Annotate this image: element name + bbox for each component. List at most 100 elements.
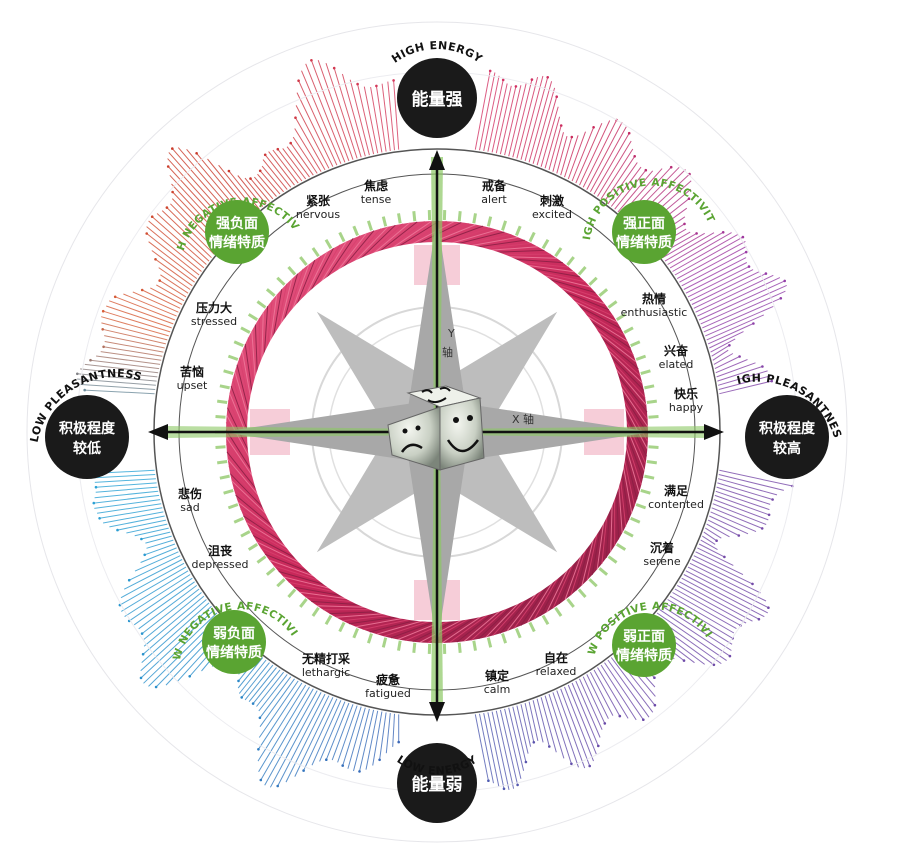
pole-low-energy: 能量弱 LOW ENERGY [395,743,480,823]
spike-dot [141,289,144,292]
emotion-relaxed-en: relaxed [536,665,577,678]
tick-mark [459,211,460,221]
spike-dot [768,514,771,517]
spike-dot [722,231,725,234]
spike-line [716,491,770,509]
spike-line [343,707,362,766]
spike-line [245,665,273,700]
spike-line [80,384,156,389]
spike-line [129,578,192,621]
spike-line [109,516,164,527]
emotion-fatigued-en: fatigued [365,687,411,700]
tick-mark [216,447,226,448]
emotion-sad-en: sad [180,501,199,514]
spike-dot [154,258,157,261]
emotion-lethargic-cn: 无精打采 [301,651,350,666]
spike-line [525,703,534,742]
badge-high-negative: 强负面 情绪特质 HIGH NEGATIVE AFFECTIVITY [0,0,302,264]
spike-line [259,681,298,738]
spike-line [85,390,155,394]
emotion-tense-cn: 焦虑 [363,178,388,193]
x-axis-label: X 轴 [512,412,534,426]
spike-line [492,712,509,790]
spike-line [257,672,284,706]
spike-dot [525,761,528,764]
spike-dot [758,618,761,621]
spike-line [259,674,287,711]
emotion-contented-en: contented [648,498,704,511]
spike-dot [571,136,574,139]
spike-dot [264,154,267,157]
emotion-excited-cn: 刺激 [539,193,564,208]
spike-line [96,483,157,487]
spike-line [521,704,531,746]
spike-line [705,306,773,336]
spike-dot [166,206,169,209]
spike-dot [392,79,395,82]
spike-line [306,64,345,163]
tick-mark [217,401,227,402]
spike-dot [302,769,305,772]
spike-dot [98,517,101,520]
spike-line [690,270,753,301]
spike-line [668,232,724,264]
tick-mark [216,417,226,418]
spike-dot [276,785,279,788]
spike-line [509,708,524,771]
emotion-depressed-cn: 沮丧 [208,543,233,558]
spike-line [129,556,180,581]
emotion-stressed-cn: 压力大 [196,300,232,315]
spike-line [533,700,543,742]
emotion-elated-cn: 兴奋 [664,343,689,358]
spike-dot [548,745,551,748]
spike-line [109,301,173,324]
tick-mark [649,447,659,448]
spike-dot [188,675,191,678]
spike-dot [742,236,745,239]
spike-line [373,712,382,766]
spike-dot [252,702,255,705]
spike-line [492,84,507,153]
spike-line [135,528,169,536]
spike-line [505,709,521,779]
pole-high-pleasantness-cn2: 较高 [773,440,801,457]
spike-line [684,258,746,290]
spike-line [576,123,602,183]
emotion-happy-en: happy [669,401,704,414]
emotion-sad-cn: 悲伤 [178,486,202,501]
spike-dot [151,215,154,218]
spike-line [711,512,756,532]
emotion-enthusiastic-en: enthusiastic [621,306,688,319]
spike-dot [155,686,158,689]
spike-line [529,702,538,741]
emotion-happy-cn: 快乐 [674,386,698,401]
spike-dot [628,132,631,135]
spike-dot [89,359,92,362]
badge-low-positive-cn2: 情绪特质 [616,647,672,664]
tick-mark [220,476,230,478]
spike-dot [745,251,748,254]
spike-dot [310,59,313,62]
emotion-lethargic-en: lethargic [302,666,350,679]
spike-line [488,712,504,788]
spike-line [258,174,277,196]
spike-line [100,508,163,519]
spike-dot [356,83,359,86]
spike-line [697,548,733,566]
spike-line [702,536,715,544]
spike-line [709,332,743,348]
spike-dot [738,534,741,537]
spike-dot [723,556,726,559]
spike-dot [140,538,143,541]
emotion-nervous-cn: 紧张 [306,193,331,208]
spike-line [713,350,728,360]
spike-line [133,292,179,312]
spike-dot [761,365,764,368]
spike-line [262,166,284,192]
spike-line [690,563,766,601]
spike-line [115,297,175,320]
